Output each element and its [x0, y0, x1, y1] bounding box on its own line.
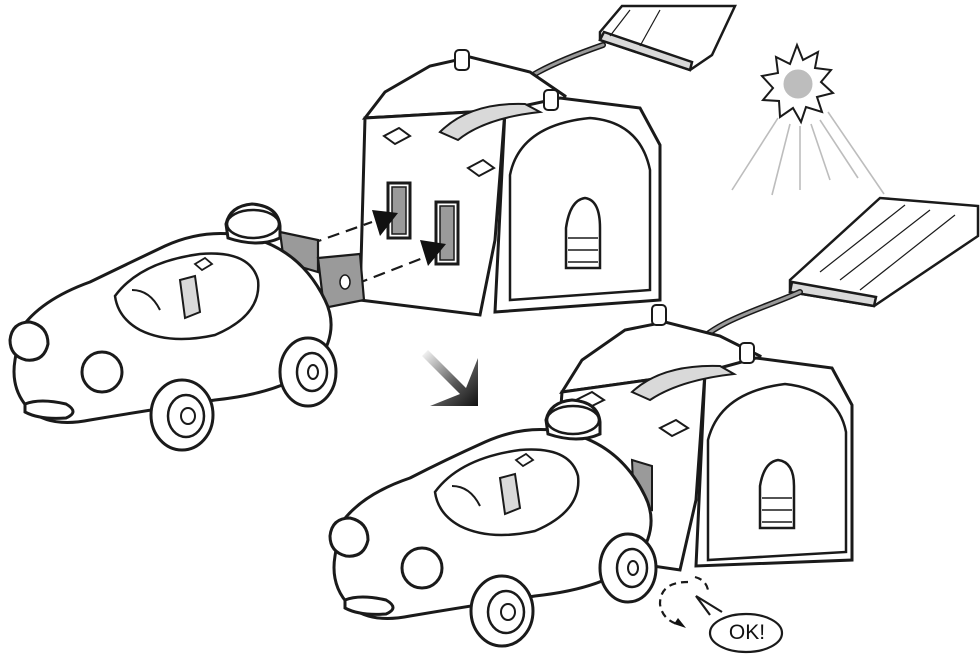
ok-callout-text: OK!	[712, 621, 782, 645]
step-arrow-icon	[422, 350, 478, 406]
toy-car	[10, 204, 364, 450]
solar-panel	[600, 6, 735, 70]
solar-panel-docked	[790, 198, 978, 306]
solar-charging-box	[360, 50, 660, 315]
sun-icon	[732, 45, 884, 195]
